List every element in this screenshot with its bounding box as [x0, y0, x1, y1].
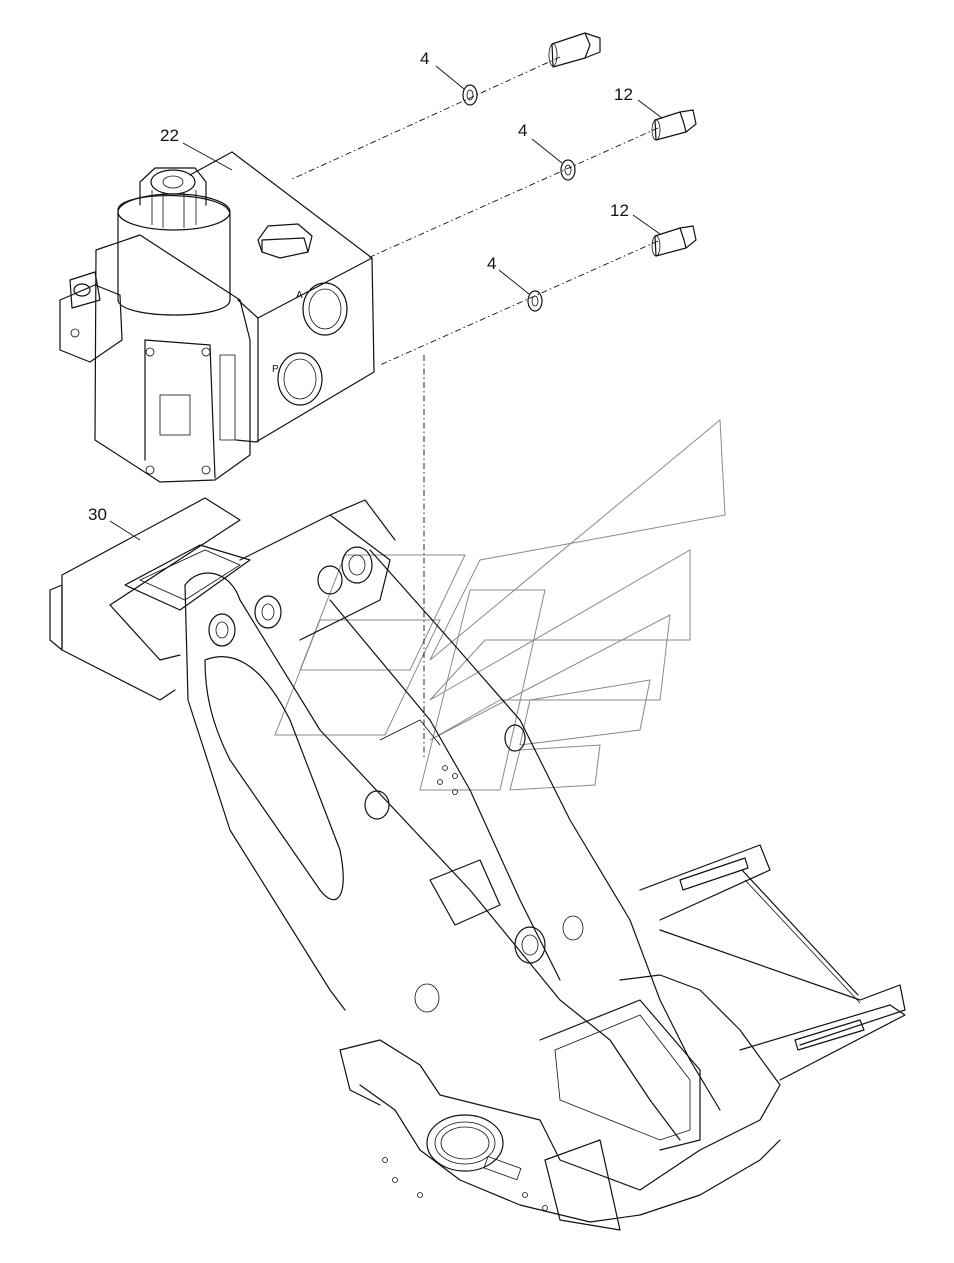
callout-valve: 22: [160, 126, 179, 145]
callout-labels: 4 12 4 22 12 4 30: [88, 49, 633, 524]
bolt-upper: [651, 109, 697, 141]
valve-assembly: A P: [59, 151, 375, 483]
washer-low: [527, 290, 543, 312]
bolt-top: [548, 32, 601, 68]
washer-top: [462, 84, 478, 106]
callout-washer-low: 4: [487, 254, 496, 273]
assembly-centerlines: [289, 56, 659, 760]
port-p-mark: P: [272, 364, 279, 375]
callout-leaders: [109, 65, 663, 541]
callout-frame: 30: [88, 505, 107, 524]
bolt-lower: [651, 225, 697, 257]
watermark-logo: [274, 418, 726, 791]
callout-bolt-lower: 12: [610, 201, 629, 220]
washer-mid: [560, 159, 576, 181]
callout-washer-mid: 4: [518, 121, 527, 140]
frame-assembly: [49, 497, 906, 1231]
port-a-mark: A: [296, 290, 303, 301]
callout-bolt-upper: 12: [614, 85, 633, 104]
callout-washer-top: 4: [420, 49, 429, 68]
